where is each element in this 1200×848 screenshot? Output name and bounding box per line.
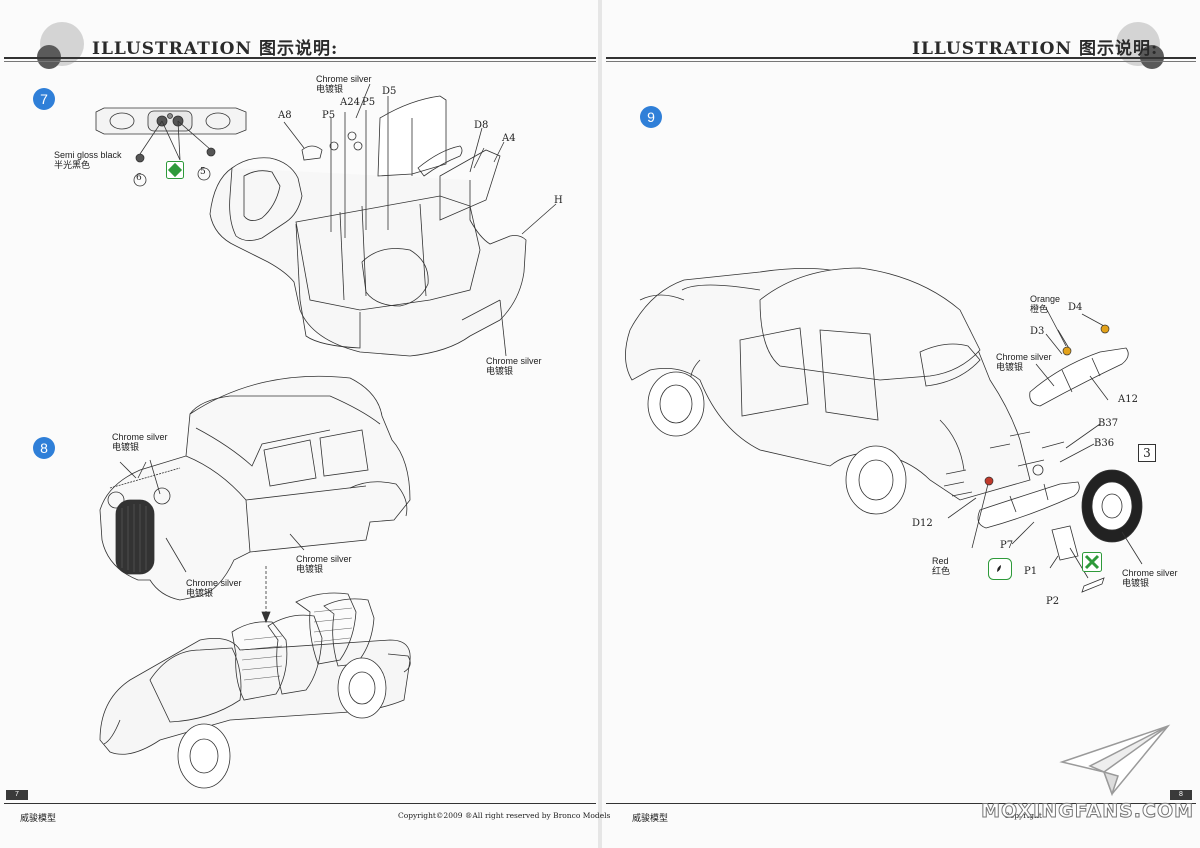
footer-rule: [4, 803, 596, 804]
glue-drop-icon: [988, 558, 1012, 580]
part-P5: P5: [322, 110, 336, 121]
part-H: H: [554, 195, 563, 206]
chrome-silver-label-c: Chrome silver: [186, 578, 242, 588]
part-A12: A12: [1118, 394, 1138, 405]
part-A4: A4: [502, 133, 516, 144]
part-D5: D5: [382, 86, 397, 97]
chrome-silver-label-bottom-cn: 电镀银: [486, 366, 514, 376]
green-cut-icon: [1082, 552, 1102, 572]
orange-label: Orange: [1030, 294, 1061, 304]
footer-brand-cn: 威骏模型: [20, 813, 57, 823]
part-B37: B37: [1098, 418, 1119, 429]
dashboard-panel-drawing: [95, 107, 247, 187]
step-8-badge: 8: [33, 437, 55, 459]
part-A24: A24: [340, 97, 360, 108]
part-P7: P7: [1000, 540, 1014, 551]
chrome-silver-label-b: Chrome silver: [1122, 568, 1178, 578]
orange-label-cn: 橙色: [1030, 304, 1049, 314]
step-9-badge: 9: [640, 106, 662, 128]
watermark-text: MOXINGFANS.COM: [981, 800, 1194, 823]
part-D8: D8: [474, 120, 489, 131]
chrome-silver-label-c-cn: 电镀银: [186, 588, 214, 598]
footer-copyright-partial: Copyright: [1004, 811, 1042, 820]
chrome-silver-label-a-cn: 电镀银: [996, 362, 1024, 372]
chrome-silver-label-b: Chrome silver: [296, 554, 352, 564]
part-B36: B36: [1094, 438, 1115, 449]
part-P2: P2: [1046, 596, 1060, 607]
chrome-silver-label-a: Chrome silver: [112, 432, 168, 442]
car-body-interior-drawing: [209, 83, 557, 357]
part-D12: D12: [912, 518, 933, 529]
green-paint-icon: [166, 161, 184, 179]
chrome-silver-label-b-cn: 电镀银: [296, 564, 324, 574]
car-front-drawing: [99, 375, 411, 601]
red-paint-dot: [984, 476, 994, 486]
header-rule-thin: [4, 61, 596, 62]
part-P5: P5: [362, 97, 376, 108]
part-6-label: 6: [136, 173, 142, 183]
page-number-left: 7: [6, 790, 28, 800]
chassis-seats-drawing: [99, 566, 411, 789]
paper-plane-logo: [1059, 724, 1171, 797]
part-A8: A8: [278, 110, 292, 121]
chrome-silver-label-a: Chrome silver: [996, 352, 1052, 362]
part-5-label: 5: [200, 167, 206, 177]
footer-rule: [606, 803, 1196, 804]
wheel-subassembly-box: 3: [1138, 444, 1156, 462]
chrome-silver-label-a-cn: 电镀银: [112, 442, 140, 452]
step-7-badge: 7: [33, 88, 55, 110]
chrome-silver-label-b-cn: 电镀银: [1122, 578, 1150, 588]
footer-copyright: Copyright©2009 ®All right reserved by Br…: [398, 811, 611, 820]
orange-paint-dot: [1100, 324, 1110, 334]
footer-brand-cn: 威骏模型: [632, 813, 669, 823]
page-gutter: [598, 0, 602, 848]
semi-gloss-black-label: Semi gloss black: [54, 150, 122, 160]
header-rule: [606, 57, 1196, 59]
chrome-silver-label-top-cn: 电镀银: [316, 84, 344, 94]
part-D3: D3: [1030, 326, 1045, 337]
part-P1: P1: [1024, 566, 1038, 577]
header-rule: [4, 57, 596, 59]
car-rear-assembly-drawing: [625, 267, 1143, 593]
orange-paint-dot: [1062, 346, 1072, 356]
red-label: Red: [932, 556, 949, 566]
part-D4: D4: [1068, 302, 1083, 313]
semi-gloss-black-label-cn: 半光黑色: [54, 160, 91, 170]
page-number-right: 8: [1170, 790, 1192, 800]
chrome-silver-label-top: Chrome silver: [316, 74, 372, 84]
red-label-cn: 红色: [932, 566, 951, 576]
page-title-right: ILLUSTRATION 图示说明:: [912, 39, 1159, 59]
header-rule-thin: [606, 61, 1196, 62]
page-title-left: ILLUSTRATION 图示说明:: [92, 39, 339, 59]
chrome-silver-label-bottom: Chrome silver: [486, 356, 542, 366]
